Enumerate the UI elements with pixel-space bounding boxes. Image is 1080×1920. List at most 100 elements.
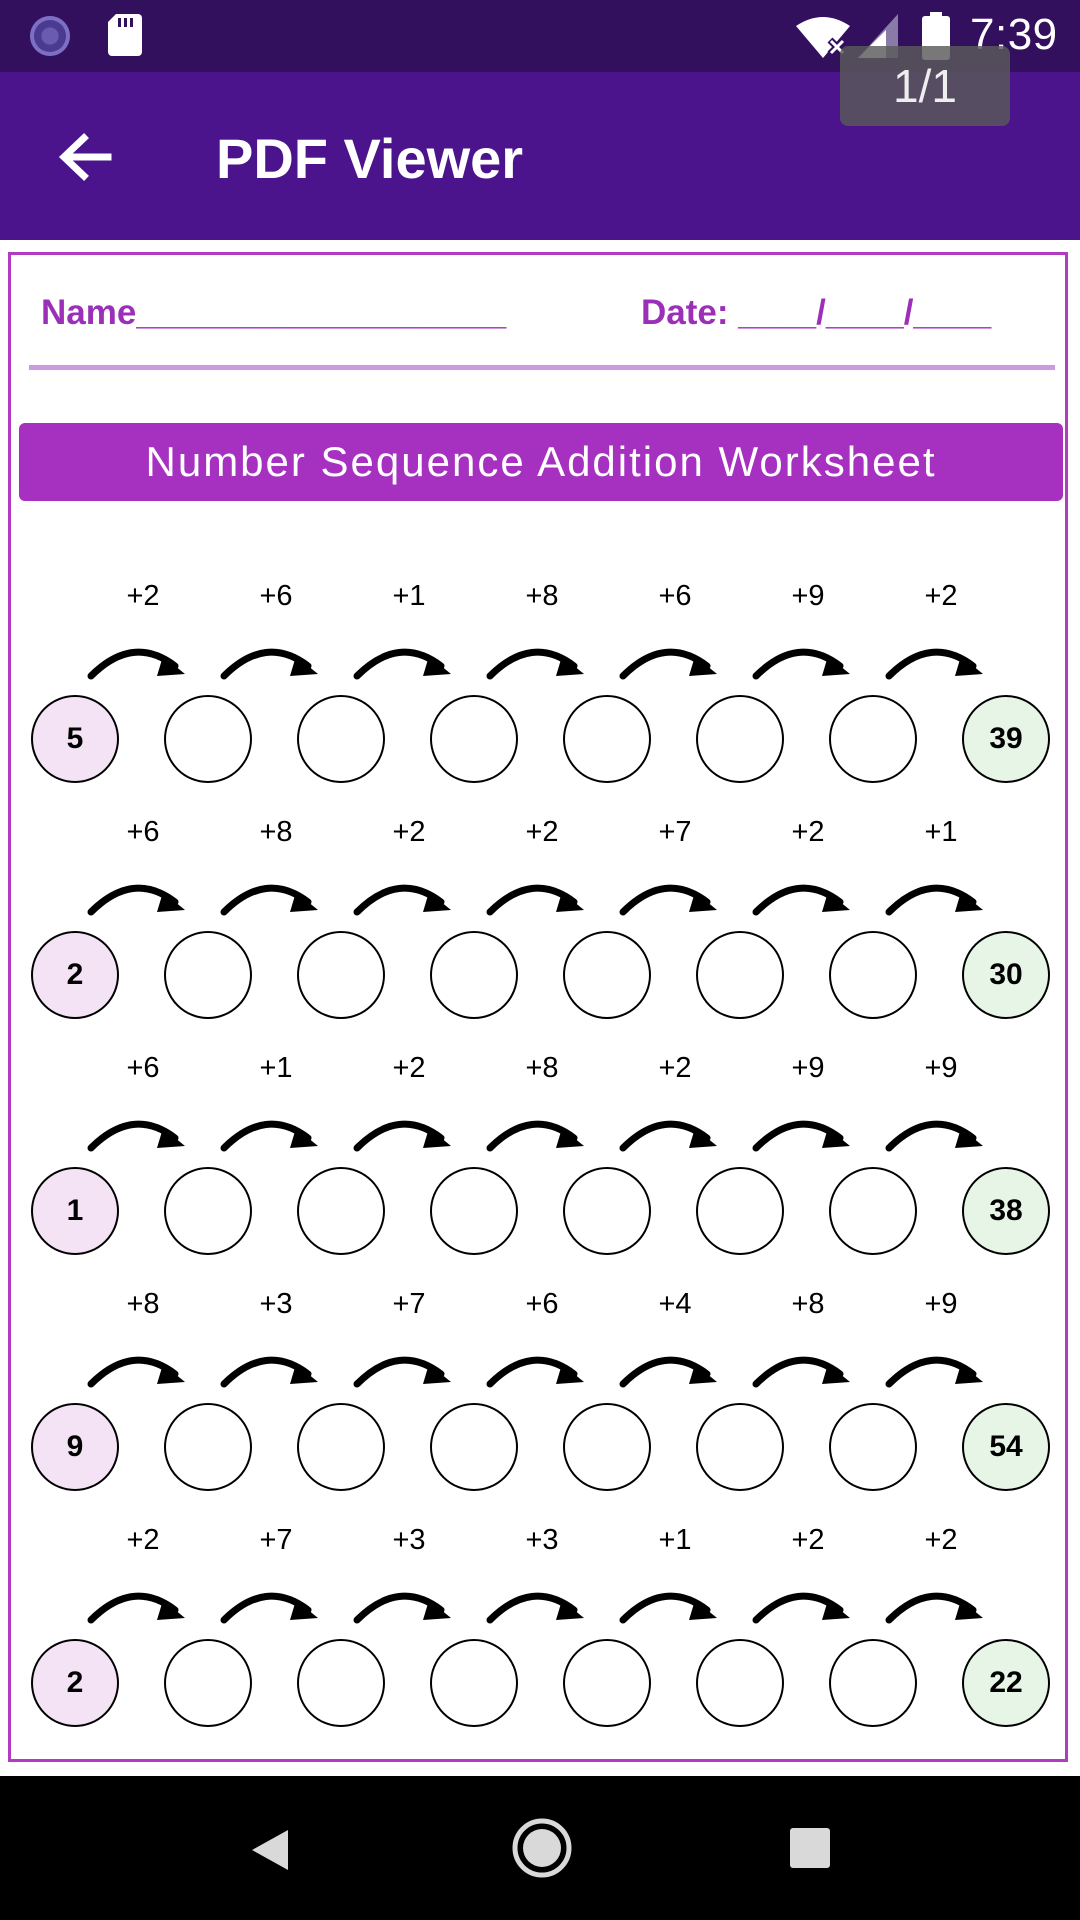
step-label: +2 [791, 816, 825, 848]
curved-arrow-icon [486, 1356, 584, 1388]
step-label: +2 [392, 816, 426, 848]
start-number: 2 [31, 1639, 119, 1727]
status-bar: 7:39 [0, 0, 1080, 72]
blank-circle [563, 695, 651, 783]
recents-square-icon[interactable] [790, 1828, 830, 1868]
app-bar: PDF Viewer [0, 72, 1080, 240]
step-label: +4 [658, 1288, 692, 1320]
step-label: +7 [658, 816, 692, 848]
loading-icon [30, 16, 70, 56]
curved-arrow-icon [486, 1120, 584, 1152]
step-label: +1 [658, 1524, 692, 1556]
date-field-label: Date: ____/____/____ [641, 293, 992, 332]
end-number: 39 [962, 695, 1050, 783]
curved-arrow-icon [619, 884, 717, 916]
blank-circle [297, 695, 385, 783]
step-label: +2 [791, 1524, 825, 1556]
step-label: +9 [791, 1052, 825, 1084]
blank-circle [829, 931, 917, 1019]
curved-arrow-icon [752, 1356, 850, 1388]
blank-circle [430, 931, 518, 1019]
sd-card-icon [108, 14, 142, 56]
curved-arrow-icon [353, 884, 451, 916]
blank-circle [164, 1403, 252, 1491]
curved-arrow-icon [353, 1120, 451, 1152]
curved-arrow-icon [752, 648, 850, 680]
header-divider [29, 365, 1055, 370]
blank-circle [297, 1403, 385, 1491]
curved-arrow-icon [353, 1592, 451, 1624]
curved-arrow-icon [486, 1592, 584, 1624]
blank-circle [430, 1403, 518, 1491]
blank-circle [696, 1167, 784, 1255]
step-label: +8 [525, 580, 559, 612]
end-number: 30 [962, 931, 1050, 1019]
step-label: +8 [259, 816, 293, 848]
step-label: +1 [259, 1052, 293, 1084]
blank-circle [297, 931, 385, 1019]
step-label: +7 [259, 1524, 293, 1556]
blank-circle [430, 695, 518, 783]
step-label: +6 [525, 1288, 559, 1320]
curved-arrow-icon [619, 1592, 717, 1624]
step-label: +9 [924, 1288, 958, 1320]
blank-circle [563, 1403, 651, 1491]
blank-circle [430, 1167, 518, 1255]
blank-circle [829, 1639, 917, 1727]
worksheet-title: Number Sequence Addition Worksheet [19, 423, 1063, 501]
name-field-label: Name___________________ [41, 293, 507, 332]
curved-arrow-icon [885, 1356, 983, 1388]
back-button[interactable] [40, 112, 130, 202]
blank-circle [164, 695, 252, 783]
step-label: +2 [126, 1524, 160, 1556]
curved-arrow-icon [220, 1356, 318, 1388]
curved-arrow-icon [885, 884, 983, 916]
step-label: +6 [126, 816, 160, 848]
step-label: +9 [924, 1052, 958, 1084]
sequence-row: +8 +3 +7 +6 +4 +8 +9 9 54 [11, 1288, 1065, 1524]
blank-circle [563, 1167, 651, 1255]
curved-arrow-icon [885, 648, 983, 680]
blank-circle [696, 931, 784, 1019]
start-number: 5 [31, 695, 119, 783]
step-label: +2 [126, 580, 160, 612]
step-label: +2 [392, 1052, 426, 1084]
blank-circle [563, 1639, 651, 1727]
step-label: +6 [126, 1052, 160, 1084]
step-label: +3 [392, 1524, 426, 1556]
step-label: +9 [791, 580, 825, 612]
blank-circle [164, 1639, 252, 1727]
end-number: 38 [962, 1167, 1050, 1255]
step-label: +8 [525, 1052, 559, 1084]
curved-arrow-icon [752, 884, 850, 916]
step-label: +1 [924, 816, 958, 848]
curved-arrow-icon [220, 1592, 318, 1624]
step-label: +7 [392, 1288, 426, 1320]
curved-arrow-icon [87, 1356, 185, 1388]
start-number: 9 [31, 1403, 119, 1491]
curved-arrow-icon [619, 1120, 717, 1152]
curved-arrow-icon [752, 1120, 850, 1152]
blank-circle [696, 1639, 784, 1727]
curved-arrow-icon [353, 1356, 451, 1388]
blank-circle [430, 1639, 518, 1727]
step-label: +8 [791, 1288, 825, 1320]
step-label: +8 [126, 1288, 160, 1320]
blank-circle [829, 1403, 917, 1491]
curved-arrow-icon [220, 1120, 318, 1152]
step-label: +3 [259, 1288, 293, 1320]
step-label: +1 [392, 580, 426, 612]
worksheet-header: Name___________________ Date: ____/____/… [11, 255, 1065, 355]
home-circle-icon[interactable] [510, 1816, 574, 1880]
step-label: +2 [658, 1052, 692, 1084]
blank-circle [829, 695, 917, 783]
curved-arrow-icon [87, 884, 185, 916]
app-title: PDF Viewer [216, 127, 524, 190]
end-number: 54 [962, 1403, 1050, 1491]
back-triangle-icon[interactable] [240, 1820, 300, 1880]
step-label: +2 [924, 1524, 958, 1556]
pdf-page[interactable]: Name___________________ Date: ____/____/… [8, 252, 1068, 1762]
curved-arrow-icon [619, 648, 717, 680]
